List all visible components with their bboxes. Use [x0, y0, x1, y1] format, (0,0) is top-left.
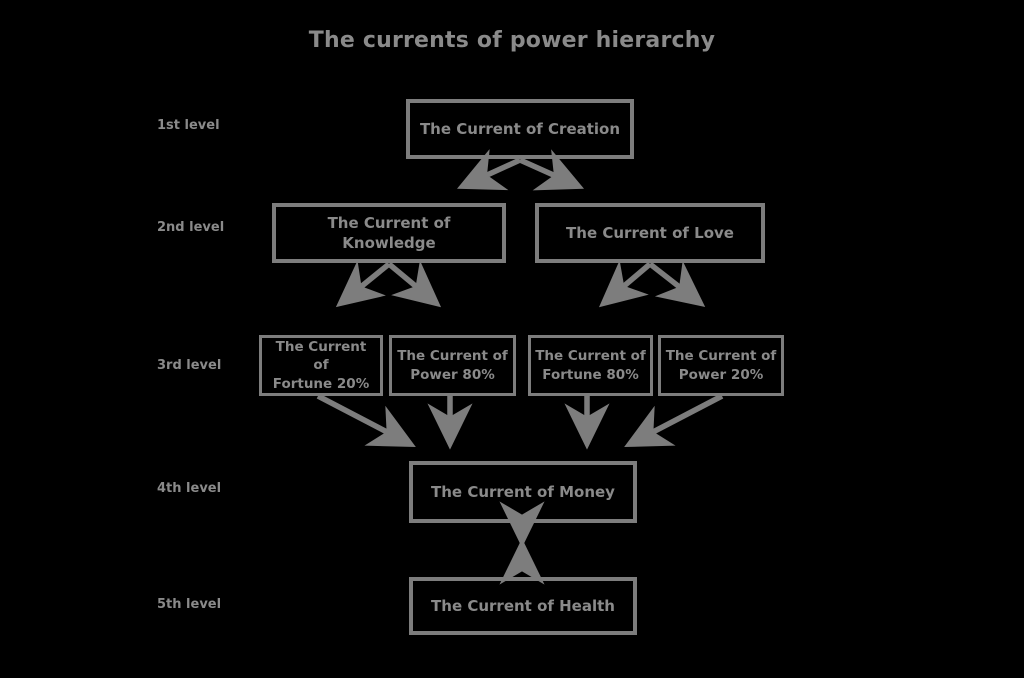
- edge-knowledge-to-power-left: [387, 260, 442, 308]
- level-label-1: 1st level: [157, 118, 220, 133]
- node-label: The Current of Health: [431, 596, 615, 615]
- level-label-5: 5th level: [157, 597, 222, 612]
- level-label-4: 4th level: [157, 481, 222, 496]
- node-label: The Current of Knowledge: [327, 213, 451, 252]
- edge-creation-to-knowledge: [456, 149, 522, 191]
- page-title: The currents of power hierarchy: [308, 28, 716, 53]
- edge-power-right-to-money: [624, 393, 724, 448]
- level-label-3: 3rd level: [157, 358, 222, 373]
- edge-knowledge-to-fortune-left: [335, 260, 391, 308]
- node-label: The Current of Money: [431, 482, 615, 501]
- level-label-2: 2nd level: [157, 220, 225, 235]
- node-current-of-knowledge[interactable]: The Current of Knowledge: [272, 203, 506, 263]
- edge-love-to-power-right: [648, 260, 706, 308]
- node-current-of-creation[interactable]: The Current of Creation: [406, 99, 634, 159]
- edge-creation-to-love: [518, 149, 585, 191]
- edge-love-to-fortune-right: [598, 260, 652, 308]
- edge-fortune-left-to-money: [316, 393, 416, 448]
- node-current-of-money[interactable]: The Current of Money: [409, 461, 637, 523]
- node-label: The Current of Love: [566, 223, 734, 242]
- node-label: The Current of Creation: [419, 119, 621, 138]
- node-current-of-health[interactable]: The Current of Health: [409, 577, 637, 635]
- node-current-of-love[interactable]: The Current of Love: [535, 203, 765, 263]
